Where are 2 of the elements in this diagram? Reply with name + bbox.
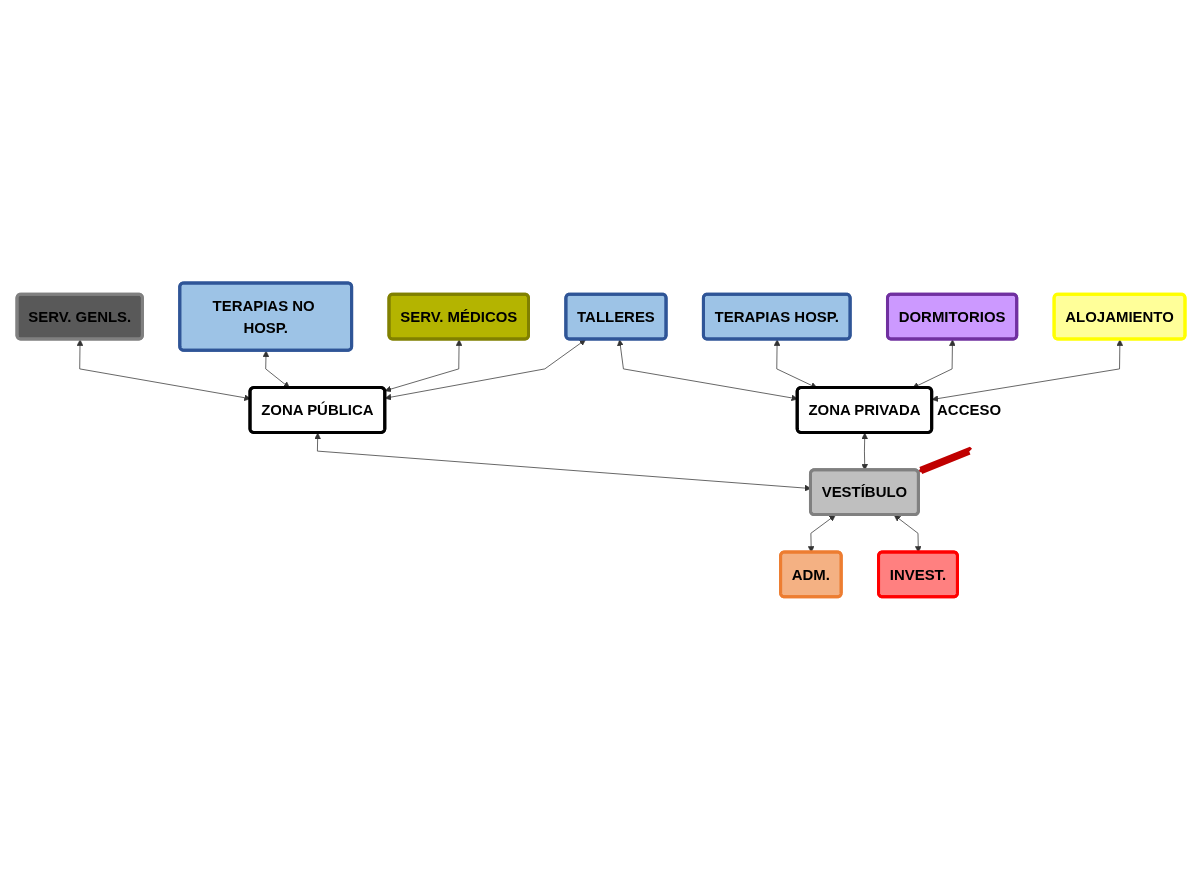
node-text: ACCESO [937, 401, 1002, 418]
arrow [917, 446, 973, 474]
